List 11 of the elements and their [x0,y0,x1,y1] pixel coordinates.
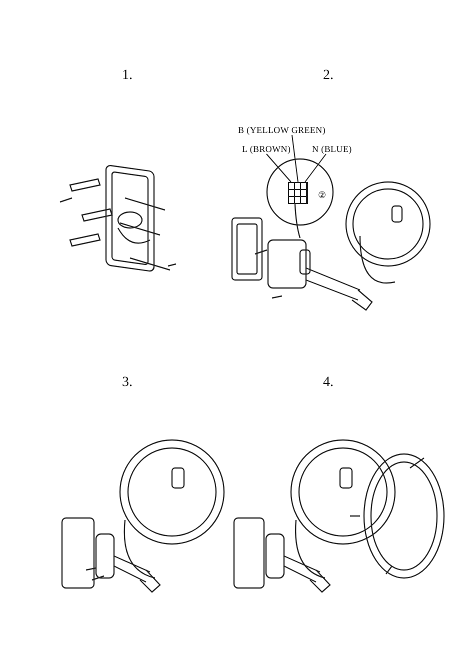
wire-label: L (BROWN) [242,144,291,154]
step-number: 1. [122,68,132,84]
step-number: 3. [122,375,132,391]
terminal-block [288,182,308,204]
wire-label: B (YELLOW GREEN) [238,125,326,135]
step-number: 4. [323,375,334,391]
wire-label: N (BLUE) [312,144,352,154]
terminal-number: ② [318,190,326,200]
step-number: 2. [323,68,334,84]
leader-line [292,134,298,182]
leader-line [266,154,292,182]
